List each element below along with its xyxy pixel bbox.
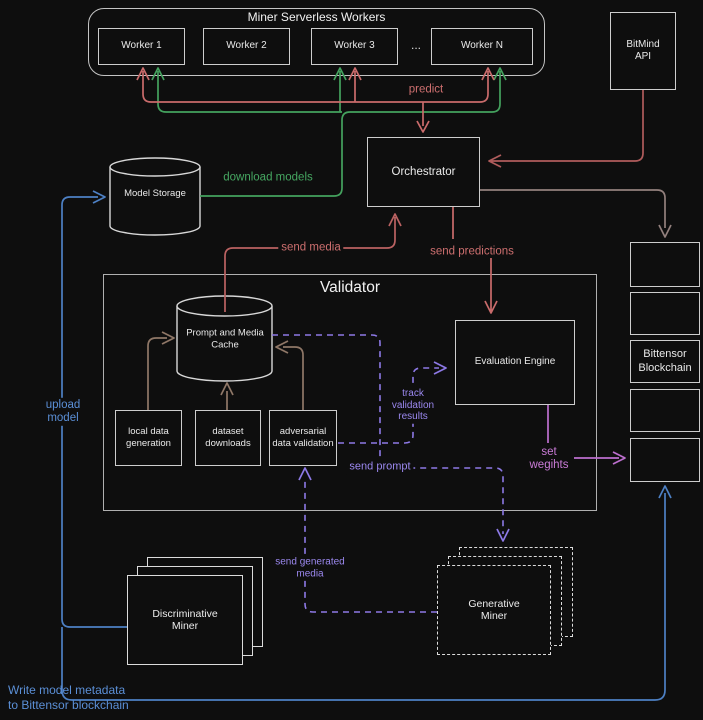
adversarial-data-validation-node: adversarial data validation — [269, 410, 337, 466]
edge-bitmind-to-orchestrator — [488, 90, 644, 168]
write-metadata-label: Write model metadata to Bittensor blockc… — [8, 683, 129, 712]
bittensor-blockchain-node: Bittensor Blockchain — [630, 340, 700, 383]
worker-3-node: Worker 3 — [311, 28, 398, 65]
generative-miner-node: Generative Miner — [437, 565, 551, 655]
validator-title: Validator — [319, 279, 381, 296]
worker-3-label: Worker 3 — [334, 40, 375, 52]
miner-serverless-workers-title: Miner Serverless Workers — [247, 10, 386, 24]
send-generated-media-label: send generated media — [267, 555, 353, 581]
orchestrator-label: Orchestrator — [391, 165, 456, 178]
bitmind-api-label: BitMind API — [626, 38, 660, 63]
send-media-label: send media — [278, 240, 344, 256]
worker-2-node: Worker 2 — [203, 28, 290, 65]
blockchain-block-4 — [630, 389, 700, 432]
worker-n-node: Worker N — [431, 28, 533, 65]
orchestrator-node: Orchestrator — [367, 137, 480, 207]
evaluation-engine-node: Evaluation Engine — [455, 320, 575, 405]
predict-label: predict — [405, 82, 447, 98]
bitmind-api-node: BitMind API — [610, 12, 676, 90]
upload-model-label: upload model — [39, 397, 87, 427]
discriminative-miner-node: Discriminative Miner — [127, 575, 243, 665]
workers-ellipsis: ... — [410, 38, 421, 52]
blockchain-block-5 — [630, 438, 700, 482]
bittensor-blockchain-label: Bittensor Blockchain — [638, 347, 692, 374]
edge-predict — [136, 67, 495, 133]
dataset-downloads-node: dataset downloads — [195, 410, 261, 466]
model-storage-cylinder — [109, 157, 201, 236]
blockchain-block-1 — [630, 242, 700, 287]
local-data-generation-node: local data generation — [115, 410, 182, 466]
blockchain-block-2 — [630, 292, 700, 335]
worker-n-label: Worker N — [460, 40, 504, 52]
worker-1-node: Worker 1 — [98, 28, 185, 65]
discriminative-miner-label: Discriminative Miner — [152, 608, 218, 632]
local-data-generation-label: local data generation — [126, 426, 171, 449]
evaluation-engine-label: Evaluation Engine — [474, 356, 556, 368]
download-models-label: download models — [223, 171, 313, 184]
model-storage-label: Model Storage — [124, 187, 186, 199]
generative-miner-label: Generative Miner — [468, 598, 520, 622]
adversarial-data-validation-label: adversarial data validation — [272, 426, 334, 449]
dataset-downloads-label: dataset downloads — [205, 426, 251, 449]
worker-2-label: Worker 2 — [226, 40, 267, 52]
send-predictions-label: send predictions — [430, 245, 514, 258]
worker-1-label: Worker 1 — [121, 40, 162, 52]
edge-orchestrator-to-blockchain — [480, 189, 672, 238]
